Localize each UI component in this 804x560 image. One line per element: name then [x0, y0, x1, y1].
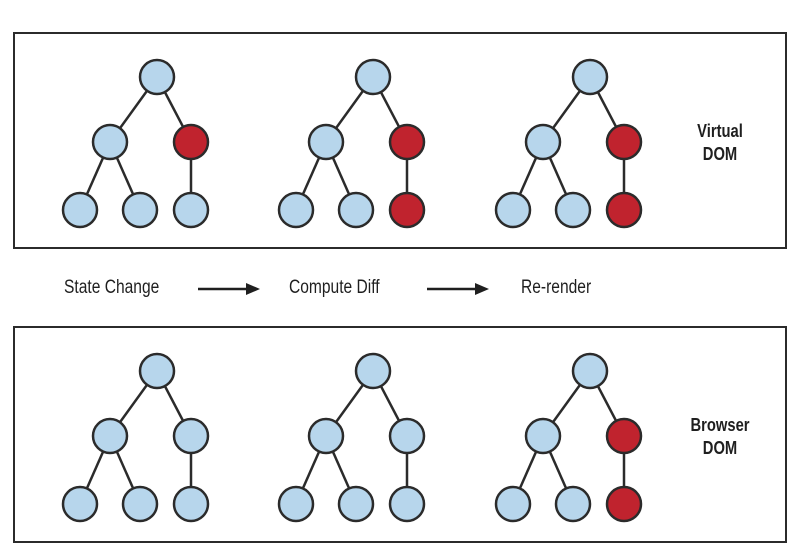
- tree-node-left-right: [337, 191, 375, 229]
- browser-dom-tree-3: [494, 352, 643, 523]
- tree-node-right-changed: [605, 417, 643, 455]
- step-re-render: Re-render: [521, 277, 592, 298]
- tree-node-left-left: [61, 485, 99, 523]
- tree-node-left-right: [554, 485, 592, 523]
- arrow-right-icon: [427, 283, 489, 295]
- tree-node-left: [524, 417, 562, 455]
- tree-node-left-left: [494, 191, 532, 229]
- virtual-dom-label: Virtual DOM: [675, 120, 765, 166]
- browser-dom-label-line1: Browser: [690, 415, 750, 435]
- tree-node-left-left: [277, 191, 315, 229]
- virtual-dom-tree-3: [494, 58, 643, 229]
- tree-node-left-left: [277, 485, 315, 523]
- tree-node-left: [524, 123, 562, 161]
- step-state-change: State Change: [64, 277, 160, 298]
- tree-node-right-child: [172, 191, 210, 229]
- virtual-dom-label-line1: Virtual: [697, 121, 743, 141]
- tree-node-left-left: [61, 191, 99, 229]
- tree-node-left-right: [337, 485, 375, 523]
- tree-node-root: [138, 352, 176, 390]
- tree-node-right-child-changed: [388, 191, 426, 229]
- tree-node-right-child-changed: [605, 485, 643, 523]
- tree-node-left: [91, 123, 129, 161]
- browser-dom-tree-2: [277, 352, 426, 523]
- tree-node-left: [91, 417, 129, 455]
- tree-node-left-right: [121, 485, 159, 523]
- tree-node-right-changed: [172, 123, 210, 161]
- browser-dom-panel: Browser DOM: [13, 326, 787, 543]
- tree-node-root: [571, 58, 609, 96]
- virtual-dom-label-line2: DOM: [702, 144, 738, 164]
- tree-node-right-changed: [388, 123, 426, 161]
- tree-node-right-child: [172, 485, 210, 523]
- tree-node-left-left: [494, 485, 532, 523]
- tree-node-root: [354, 352, 392, 390]
- browser-dom-tree-1: [61, 352, 210, 523]
- virtual-dom-trees: [61, 58, 643, 229]
- arrow-right-icon: [198, 283, 260, 295]
- browser-dom-label: Browser DOM: [675, 414, 765, 460]
- tree-node-right: [388, 417, 426, 455]
- tree-node-root: [138, 58, 176, 96]
- virtual-dom-tree-2: [277, 58, 426, 229]
- browser-dom-trees: [61, 352, 643, 523]
- tree-node-right-child-changed: [605, 191, 643, 229]
- tree-node-right-child: [388, 485, 426, 523]
- tree-node-left-right: [554, 191, 592, 229]
- tree-node-left-right: [121, 191, 159, 229]
- tree-node-right: [172, 417, 210, 455]
- step-compute-diff: Compute Diff: [289, 277, 380, 298]
- tree-node-left: [307, 417, 345, 455]
- tree-node-left: [307, 123, 345, 161]
- tree-node-root: [354, 58, 392, 96]
- browser-dom-label-line2: DOM: [702, 438, 738, 458]
- tree-node-root: [571, 352, 609, 390]
- virtual-dom-panel: Virtual DOM: [13, 32, 787, 249]
- tree-node-right-changed: [605, 123, 643, 161]
- virtual-dom-tree-1: [61, 58, 210, 229]
